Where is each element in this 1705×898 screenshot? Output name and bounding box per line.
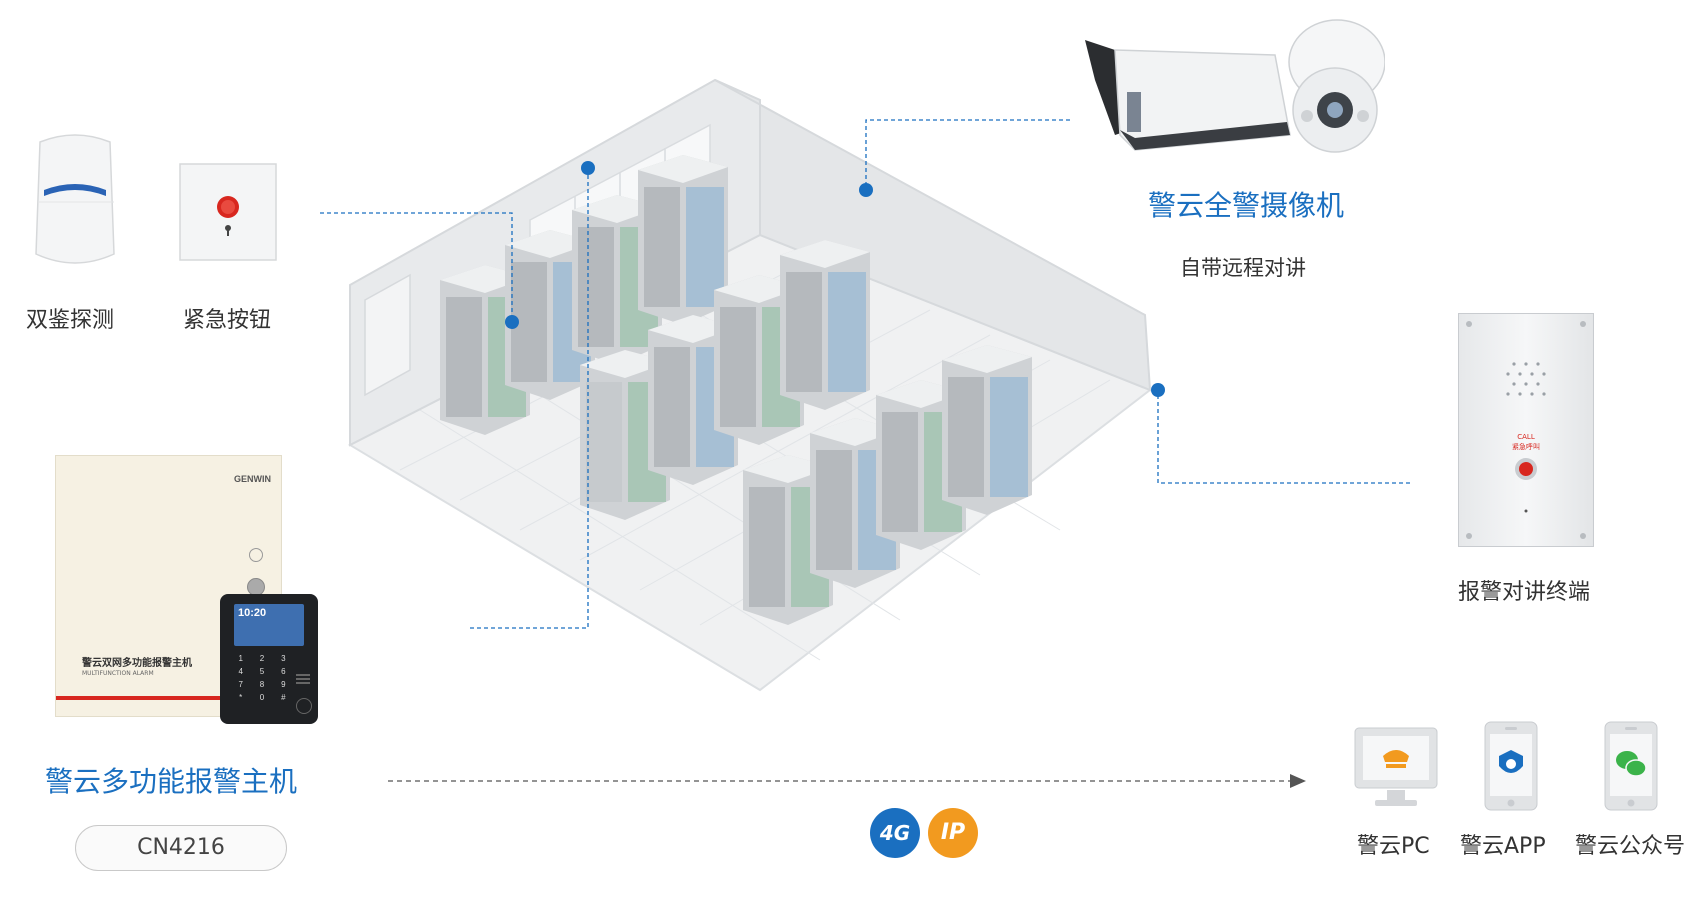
keypad-key: 6 [281,667,286,676]
camera-sublabel: 自带远程对讲 [1180,256,1306,280]
server-room-illustration [347,78,1153,692]
keypad-key: 7 [238,680,243,689]
dual-detector-image [35,134,115,264]
keypad-key: 2 [259,654,265,663]
keypad-key: * [239,693,243,702]
panic-button-image [179,163,277,261]
alarm-keypad: 10:20 1 2 3 4 5 6 7 8 9 * 0 # [220,594,318,724]
client-pc-label[interactable]: 警云PC [1357,834,1430,859]
alarm-host-model-pill: CN4216 [75,825,287,871]
keypad-key: 4 [238,667,243,676]
client-wechat-label[interactable]: 警云公众号 [1575,834,1686,859]
panic-button-label: 紧急按钮 [183,308,272,333]
alarm-host-box-subtitle: MULTIFUNCTION ALARM [82,670,154,677]
intercom-label: 报警对讲终端 [1458,580,1591,605]
alarm-host-brand: GENWIN [234,474,271,484]
phone-app-icon [1484,721,1538,811]
alarm-host-box-title: 警云双网多功能报警主机 [82,658,192,669]
badge-4g: 4G [870,808,920,858]
intercom-call-text: CALL [1517,433,1535,441]
keypad-key: 3 [281,654,286,663]
wechat-phone-icon [1604,721,1658,811]
keypad-key: 5 [259,667,265,676]
keypad-key: 8 [259,680,265,689]
client-app-label[interactable]: 警云APP [1460,834,1546,859]
keypad-key: 9 [281,680,286,689]
camera-image [1085,19,1385,153]
keypad-key: # [281,693,286,702]
network-arrowhead [1290,774,1306,788]
connector-dot-camera [859,183,873,197]
camera-label: 警云全警摄像机 [1148,189,1345,222]
pc-monitor-icon [1354,727,1438,806]
alarm-host-label: 警云多功能报警主机 [45,765,298,798]
keypad-time: 10:20 [238,607,267,619]
intercom-emergency-text: 紧急呼叫 [1512,442,1540,451]
connector-dot-host [581,161,595,175]
dual-detector-label: 双鉴探测 [26,308,115,333]
connector-dot-intercom [1151,383,1165,397]
intercom-terminal-image: CALL 紧急呼叫 [1458,313,1594,547]
badge-ip: IP [928,808,978,858]
keypad-key: 1 [238,654,243,663]
keypad-key: 0 [259,693,265,702]
connector-dot-sensors [505,315,519,329]
